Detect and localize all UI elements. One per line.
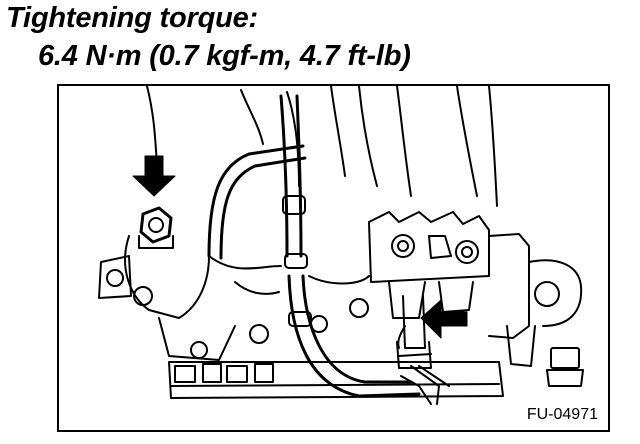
injector-block [368, 211, 490, 319]
pipe-clamp [282, 195, 312, 327]
arrow-down-icon [132, 155, 176, 197]
bolt-icon [138, 206, 174, 249]
arrow-left-icon [420, 299, 468, 339]
pressure-regulator [488, 233, 584, 387]
diagram-frame: FU-04971 [57, 84, 610, 432]
fuel-hose [396, 295, 450, 405]
plenum-body [98, 235, 282, 361]
engine-illustration [98, 86, 584, 405]
figure-id: FU-04971 [526, 406, 598, 423]
intake-runners [146, 86, 498, 207]
torque-label: Tightening torque: [6, 2, 258, 34]
fuel-pipe [207, 94, 421, 398]
cylinder-head-flange [168, 275, 504, 399]
torque-value: 6.4 N·m (0.7 kgf-m, 4.7 ft-lb) [38, 40, 411, 72]
